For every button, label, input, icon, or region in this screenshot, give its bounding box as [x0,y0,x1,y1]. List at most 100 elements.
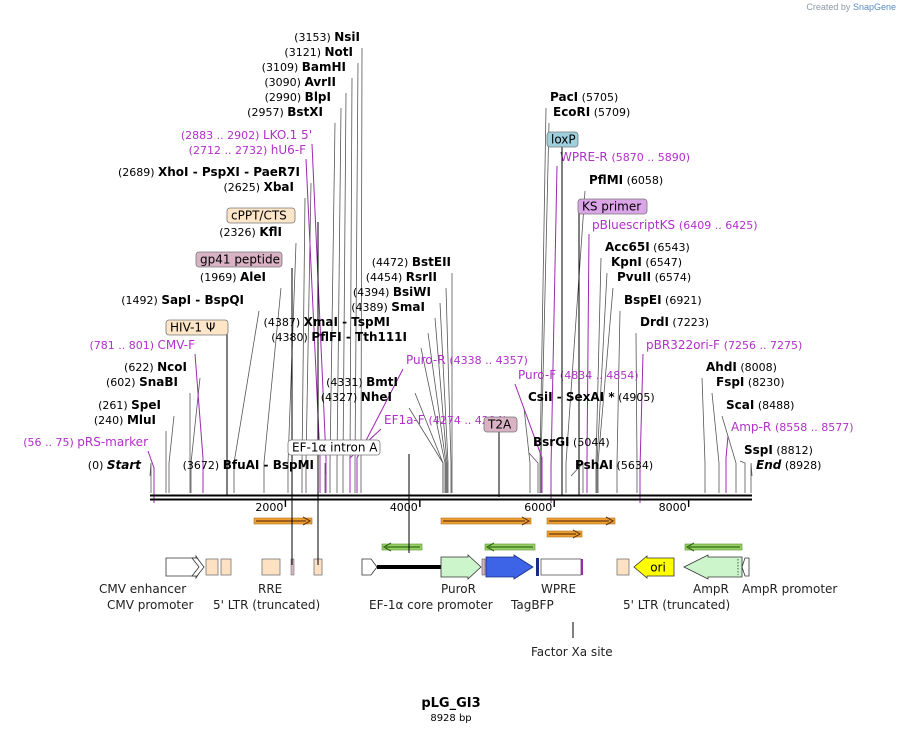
label-tagbfp: TagBFP [510,598,554,612]
enzyme-label: (3090) AvrII [264,75,336,89]
enzyme-name: AvrII [304,75,336,89]
primer-range: (7256 .. 7275) [724,339,803,352]
primer-label: (2883 .. 2902) LKO.1 5' [181,128,312,142]
primer-label: Amp-R (8558 .. 8577) [731,420,854,434]
ef1a-intron-glyph[interactable] [377,565,441,569]
ef1a-core-promoter-glyph[interactable] [361,558,378,576]
enzyme-label: PvuII (6574) [617,270,691,284]
label-cmv-enhancer: CMV enhancer [99,582,186,596]
enzyme-position: (1969) [200,271,240,284]
enzyme-position: (6543) [650,241,690,254]
ruler-tick-label: 6000 [524,501,552,514]
enzyme-label: (4394) BsiWI [353,285,431,299]
orf-arrow [546,516,616,526]
orf-arrow [253,516,313,526]
ltr-left-glyph-b[interactable] [220,558,232,576]
enzyme-leader [301,197,306,493]
enzyme-position: (6574) [651,271,691,284]
primer-name: pBluescriptKS [592,218,679,232]
enzyme-leader [360,47,363,493]
feature-label-box [287,439,381,456]
enzyme-position: (4394) [353,286,393,299]
tagbfp-glyph[interactable] [485,554,534,580]
enzyme-name: BmtI [366,375,398,389]
orf-arrow-reverse [381,542,423,552]
enzyme-name: RsrII [406,270,437,284]
enzyme-label: (4331) BmtI [326,375,398,389]
primer-label: pBR322ori-F (7256 .. 7275) [646,338,802,352]
enzyme-leader [750,462,753,493]
enzyme-label: (4454) RsrII [366,270,437,284]
puror-glyph[interactable] [440,554,482,580]
primer-label: (781 .. 801) CMV-F [89,338,195,352]
ori-glyph[interactable] [633,555,675,579]
feature-label-box [483,416,518,433]
enzyme-position: (240) [94,414,127,427]
enzyme-name: End [756,458,782,472]
enzyme-position: (5709) [590,106,630,119]
orf-arrow [440,516,532,526]
ruler-tick-label: 8000 [659,501,687,514]
enzyme-position: (8230) [744,376,784,389]
primer-range: (5870 .. 5890) [612,151,691,164]
enzyme-label: (3153) NsiI [294,30,360,44]
ori-label: ori [650,561,666,575]
wpre-glyph[interactable] [540,558,582,576]
enzyme-position: (4472) [372,256,412,269]
primer-leader [514,383,543,493]
primer-range: (8558 .. 8577) [775,421,854,434]
enzyme-position: (6547) [642,256,682,269]
sequence-backbone [150,494,752,501]
enzyme-leader [439,302,449,493]
ltr-right-glyph[interactable] [616,558,630,576]
t2a-glyph[interactable] [481,558,486,576]
label-cmv-promoter: CMV promoter [107,598,194,612]
enzyme-position: (5634) [613,459,653,472]
primer-label: pBluescriptKS (6409 .. 6425) [592,218,757,232]
ruler-tick-label: 4000 [390,501,418,514]
ampr-glyph[interactable] [683,554,743,580]
enzyme-leader [263,287,282,493]
label-wpre: WPRE [541,582,576,596]
primer-range: (2883 .. 2902) [181,129,263,142]
label-factor-xa: Factor Xa site [531,645,613,659]
enzyme-leader [635,332,638,493]
cmv-promoter-glyph[interactable] [191,557,205,577]
enzyme-leader [408,407,444,493]
rre-glyph[interactable] [261,558,281,576]
enzyme-label: PacI (5705) [550,90,618,104]
ampr-promoter-glyph[interactable] [741,557,750,577]
enzyme-label: (240) MluI [94,413,156,427]
enzyme-leader [287,242,297,493]
enzyme-name: EcoRI [553,105,590,119]
enzyme-name: Start [107,458,142,472]
enzyme-name: BfuAI - BspMI [223,458,314,472]
enzyme-label: CsiI - SexAI * (4905) [528,390,655,404]
plasmid-length: 8928 bp [430,713,471,724]
ruler-tick-label: 2000 [255,501,283,514]
enzyme-name: PshAI [575,458,613,472]
enzyme-name: BsrGI [533,435,570,449]
enzyme-leader [523,407,531,493]
ltr-left-glyph-a[interactable] [205,558,219,576]
enzyme-name: SpeI [131,398,161,412]
enzyme-leader [349,77,353,493]
loxp-glyph[interactable] [581,559,583,575]
enzyme-label: (2957) BstXI [247,105,323,119]
enzyme-position: (6058) [623,174,663,187]
enzyme-leader [539,107,547,493]
enzyme-name: NotI [325,45,354,59]
primer-leader [194,353,204,493]
factor-xa-glyph[interactable] [536,558,539,576]
enzyme-leader [305,182,312,493]
snapgene-credit: Created by SnapGene [806,2,896,12]
enzyme-position: (8008) [737,361,777,374]
primer-leader [550,165,558,503]
enzyme-leader [336,107,342,493]
primer-leader [586,233,590,493]
enzyme-name: XhoI - PspXI - PaeR7I [158,165,300,179]
primer-range: (56 .. 75) [23,436,77,449]
enzyme-label: (2990) BlpI [265,90,331,104]
enzyme-position: (5044) [570,436,610,449]
